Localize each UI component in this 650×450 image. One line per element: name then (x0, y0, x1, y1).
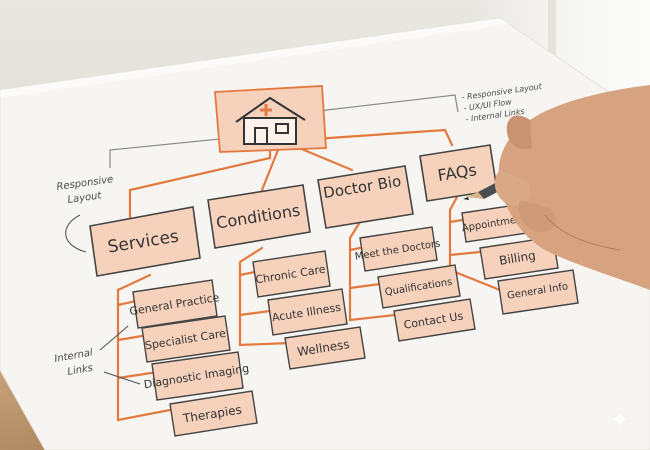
root-home-node (215, 86, 326, 152)
sparkle-watermark-icon: ✦ (607, 408, 633, 434)
